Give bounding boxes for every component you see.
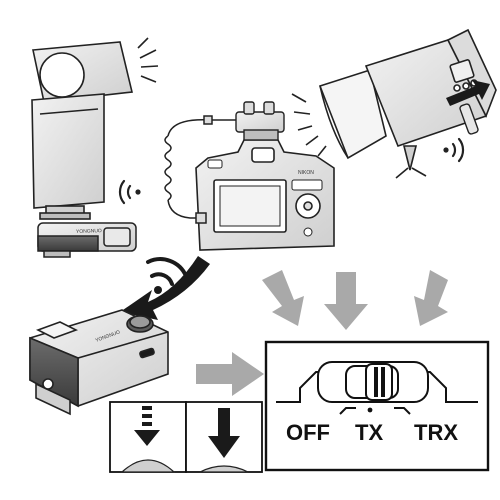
full-press-inset — [185, 401, 263, 473]
dslr-camera — [195, 139, 335, 251]
studio-strobe — [318, 28, 497, 179]
half-press-arrow-icon — [134, 406, 160, 446]
switch-label-trx: TRX — [414, 420, 458, 445]
speedlite-flash — [31, 41, 133, 220]
sync-cable — [164, 115, 236, 224]
switch-label-off: OFF — [286, 420, 330, 445]
flash-receiver-model: YONGNUO — [76, 228, 102, 235]
camera-receiver — [235, 101, 285, 141]
camera-brand: NIKON — [298, 170, 314, 176]
pointer-arrow-icon — [446, 80, 490, 106]
wireless-signal-icon — [118, 179, 141, 205]
light-rays-icon — [291, 93, 327, 157]
gray-pointer-arrows — [196, 270, 448, 396]
half-press-inset — [109, 401, 187, 473]
switch-label-tx: TX — [355, 420, 383, 445]
switch-panel — [264, 340, 490, 472]
wireless-signal-icon — [443, 137, 465, 163]
flash-receiver — [37, 222, 137, 258]
wireless-signal-icon — [146, 257, 188, 294]
light-rays-icon — [137, 37, 159, 83]
full-press-arrow-icon — [208, 408, 240, 458]
remote-transmitter — [29, 309, 169, 416]
curved-pointer-arrow — [120, 256, 210, 320]
strobe-receiver — [459, 103, 479, 135]
